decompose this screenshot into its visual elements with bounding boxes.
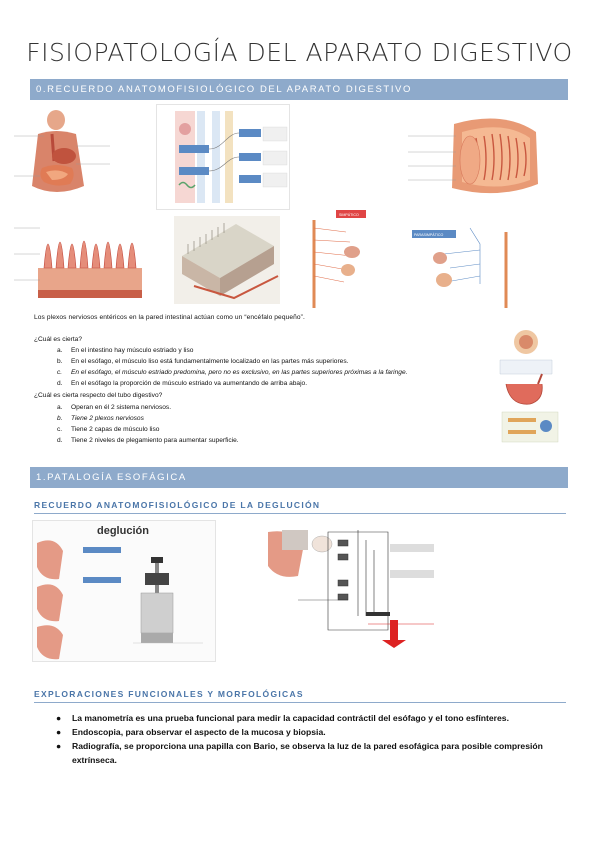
q1-question: ¿Cuál es cierta? bbox=[34, 336, 83, 343]
subheading-exploraciones: EXPLORACIONES FUNCIONALES Y MORFOLÓGICAS bbox=[34, 689, 304, 699]
option-letter: a. bbox=[57, 347, 63, 354]
esophageal-motility-figure bbox=[238, 520, 438, 650]
option-letter: b. bbox=[57, 358, 63, 365]
q1-option-d: d. En el esófago la proporción de músculo… bbox=[57, 380, 307, 387]
option-text: Tiene 2 capas de músculo liso bbox=[71, 426, 160, 433]
sympathetic-innervation-figure: SIMPÁTICO bbox=[306, 208, 370, 312]
q1-option-a: a. En el intestino hay músculo estriado y… bbox=[57, 347, 193, 354]
q2-option-b: b. Tiene 2 plexos nerviosos bbox=[57, 415, 144, 422]
stomach-regulation-figure bbox=[486, 326, 566, 446]
enteric-nervous-diagram bbox=[156, 104, 290, 210]
bullet-icon: ● bbox=[56, 727, 62, 737]
option-text: Operan en él 2 sistema nerviosos. bbox=[71, 404, 172, 411]
deglucion-title: deglución bbox=[97, 525, 149, 537]
option-letter: c. bbox=[57, 426, 63, 433]
digestive-system-figure bbox=[14, 106, 112, 206]
option-text: En el intestino hay músculo estriado y l… bbox=[71, 347, 194, 354]
q2-option-c: c. Tiene 2 capas de músculo liso bbox=[57, 426, 159, 433]
section-heading-0: 0.RECUERDO ANATOMOFISIOLÓGICO DEL APARAT… bbox=[30, 79, 568, 100]
page-title: FISIOPATOLOGÍA DEL APARATO DIGESTIVO bbox=[26, 38, 573, 67]
bullet-icon: ● bbox=[56, 713, 62, 723]
divider bbox=[34, 702, 566, 703]
q1-option-b: b. En el esófago, el músculo liso está fu… bbox=[57, 358, 348, 365]
divider bbox=[34, 513, 566, 514]
option-letter: b. bbox=[57, 415, 63, 422]
option-letter: a. bbox=[57, 404, 63, 411]
q2-option-a: a. Operan en él 2 sistema nerviosos. bbox=[57, 404, 171, 411]
option-letter: c. bbox=[57, 369, 63, 376]
section-heading-1: 1.PATALOGÍA ESOFÁGICA bbox=[30, 467, 568, 488]
villi-figure bbox=[14, 208, 148, 304]
bullet-text: Radiografía, se proporciona una papilla … bbox=[72, 741, 543, 765]
q2-question: ¿Cuál es cierta respecto del tubo digest… bbox=[34, 392, 163, 399]
bullet-text: La manometría es una prueba funcional pa… bbox=[72, 713, 509, 723]
simpatico-label: SIMPÁTICO bbox=[339, 213, 359, 217]
intro-text: Los plexos nerviosos entéricos en la par… bbox=[34, 314, 305, 321]
option-text: En el esófago, el músculo estriado predo… bbox=[71, 369, 408, 376]
deglutition-figure: deglución bbox=[32, 520, 216, 662]
q2-option-d: d. Tiene 2 niveles de plegamiento para au… bbox=[57, 437, 239, 444]
option-letter: d. bbox=[57, 380, 63, 387]
bullet-item-radiografia: ● Radiografía, se proporciona una papill… bbox=[56, 739, 558, 767]
option-text: En el esófago la proporción de músculo e… bbox=[71, 380, 308, 387]
option-text: En el esófago, el músculo liso está fund… bbox=[71, 358, 349, 365]
q1-option-c: c. En el esófago, el músculo estriado pre… bbox=[57, 369, 407, 376]
bullet-item-endoscopia: ● Endoscopia, para observar el aspecto d… bbox=[56, 725, 558, 739]
intestine-wall-figure bbox=[408, 104, 566, 202]
bullet-item-manometria: ● La manometría es una prueba funcional … bbox=[56, 711, 558, 725]
bullet-icon: ● bbox=[56, 741, 62, 751]
subheading-deglucion: RECUERDO ANATOMOFISIOLÓGICO DE LA DEGLUC… bbox=[34, 500, 321, 510]
bullet-text: Endoscopia, para observar el aspecto de … bbox=[72, 727, 326, 737]
parasimpatico-label: PARASIMPÁTICO bbox=[414, 233, 443, 237]
parasympathetic-innervation-figure: PARASIMPÁTICO bbox=[410, 224, 520, 310]
epithelium-figure bbox=[174, 216, 280, 304]
option-letter: d. bbox=[57, 437, 63, 444]
option-text: Tiene 2 niveles de plegamiento para aume… bbox=[71, 437, 239, 444]
option-text: Tiene 2 plexos nerviosos bbox=[71, 415, 144, 422]
